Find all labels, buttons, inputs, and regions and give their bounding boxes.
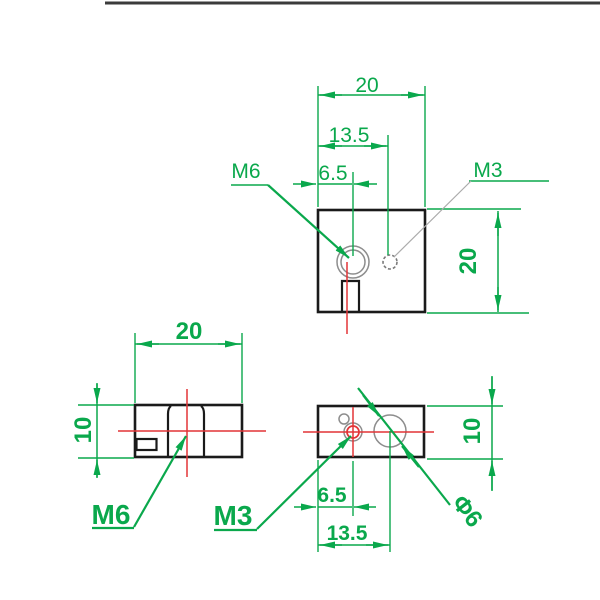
leader-arrow-icon xyxy=(267,184,350,259)
m3-hole-circle xyxy=(382,254,398,270)
m3-label: M3 xyxy=(473,159,502,182)
m6-callout-top: M6 xyxy=(231,160,350,259)
dim-side-height: 10 xyxy=(427,376,503,491)
m3-callout-side: M3 xyxy=(214,435,352,532)
dim-value: 6.5 xyxy=(317,484,347,507)
m3-callout-top: M3 xyxy=(393,159,549,258)
dim-value: 20 xyxy=(176,318,203,345)
dim-front-width: 20 xyxy=(134,318,243,403)
notch-outline xyxy=(135,437,158,452)
top-view: 20 13.5 6.5 20 M6 xyxy=(231,74,549,334)
dim-side-hole-offset: 13.5 xyxy=(318,522,390,549)
m6-hole-wall-right xyxy=(200,405,206,456)
leader-arrow-icon xyxy=(256,435,352,530)
m6-callout-front: M6 xyxy=(92,435,187,530)
dim-value: 10 xyxy=(70,417,97,444)
leader-line xyxy=(393,180,472,258)
diameter-label: Φ6 xyxy=(446,490,488,533)
dim-value: 13.5 xyxy=(329,124,370,147)
dim-top-m3-offset: 13.5 xyxy=(318,124,389,255)
dim-value: 20 xyxy=(455,248,482,275)
dim-front-height: 10 xyxy=(70,383,134,478)
arrow-to-circle-bottom-icon xyxy=(401,445,420,468)
dim-top-height: 20 xyxy=(427,208,529,314)
m6-label: M6 xyxy=(231,160,260,183)
m6-label: M6 xyxy=(92,499,131,530)
m3-label: M3 xyxy=(214,500,253,531)
small-hole-circle xyxy=(338,413,350,425)
arrow-to-circle-top-icon xyxy=(362,394,380,417)
slot-outline xyxy=(340,279,361,312)
front-view: 20 10 M6 xyxy=(70,318,266,530)
dim-value: 6.5 xyxy=(318,162,347,185)
dim-top-m6-offset: 6.5 xyxy=(293,162,377,256)
dim-value: 10 xyxy=(459,418,486,445)
side-view: 10 6.5 13.5 M3 xyxy=(214,376,503,552)
leader-arrow-icon xyxy=(133,435,187,528)
top-view-outline xyxy=(316,208,427,314)
dim-side-m3-offset: 6.5 xyxy=(294,484,376,511)
dim-value: 13.5 xyxy=(327,522,368,545)
dim-value: 20 xyxy=(355,74,378,97)
m6-hole-wall-left xyxy=(166,405,172,456)
